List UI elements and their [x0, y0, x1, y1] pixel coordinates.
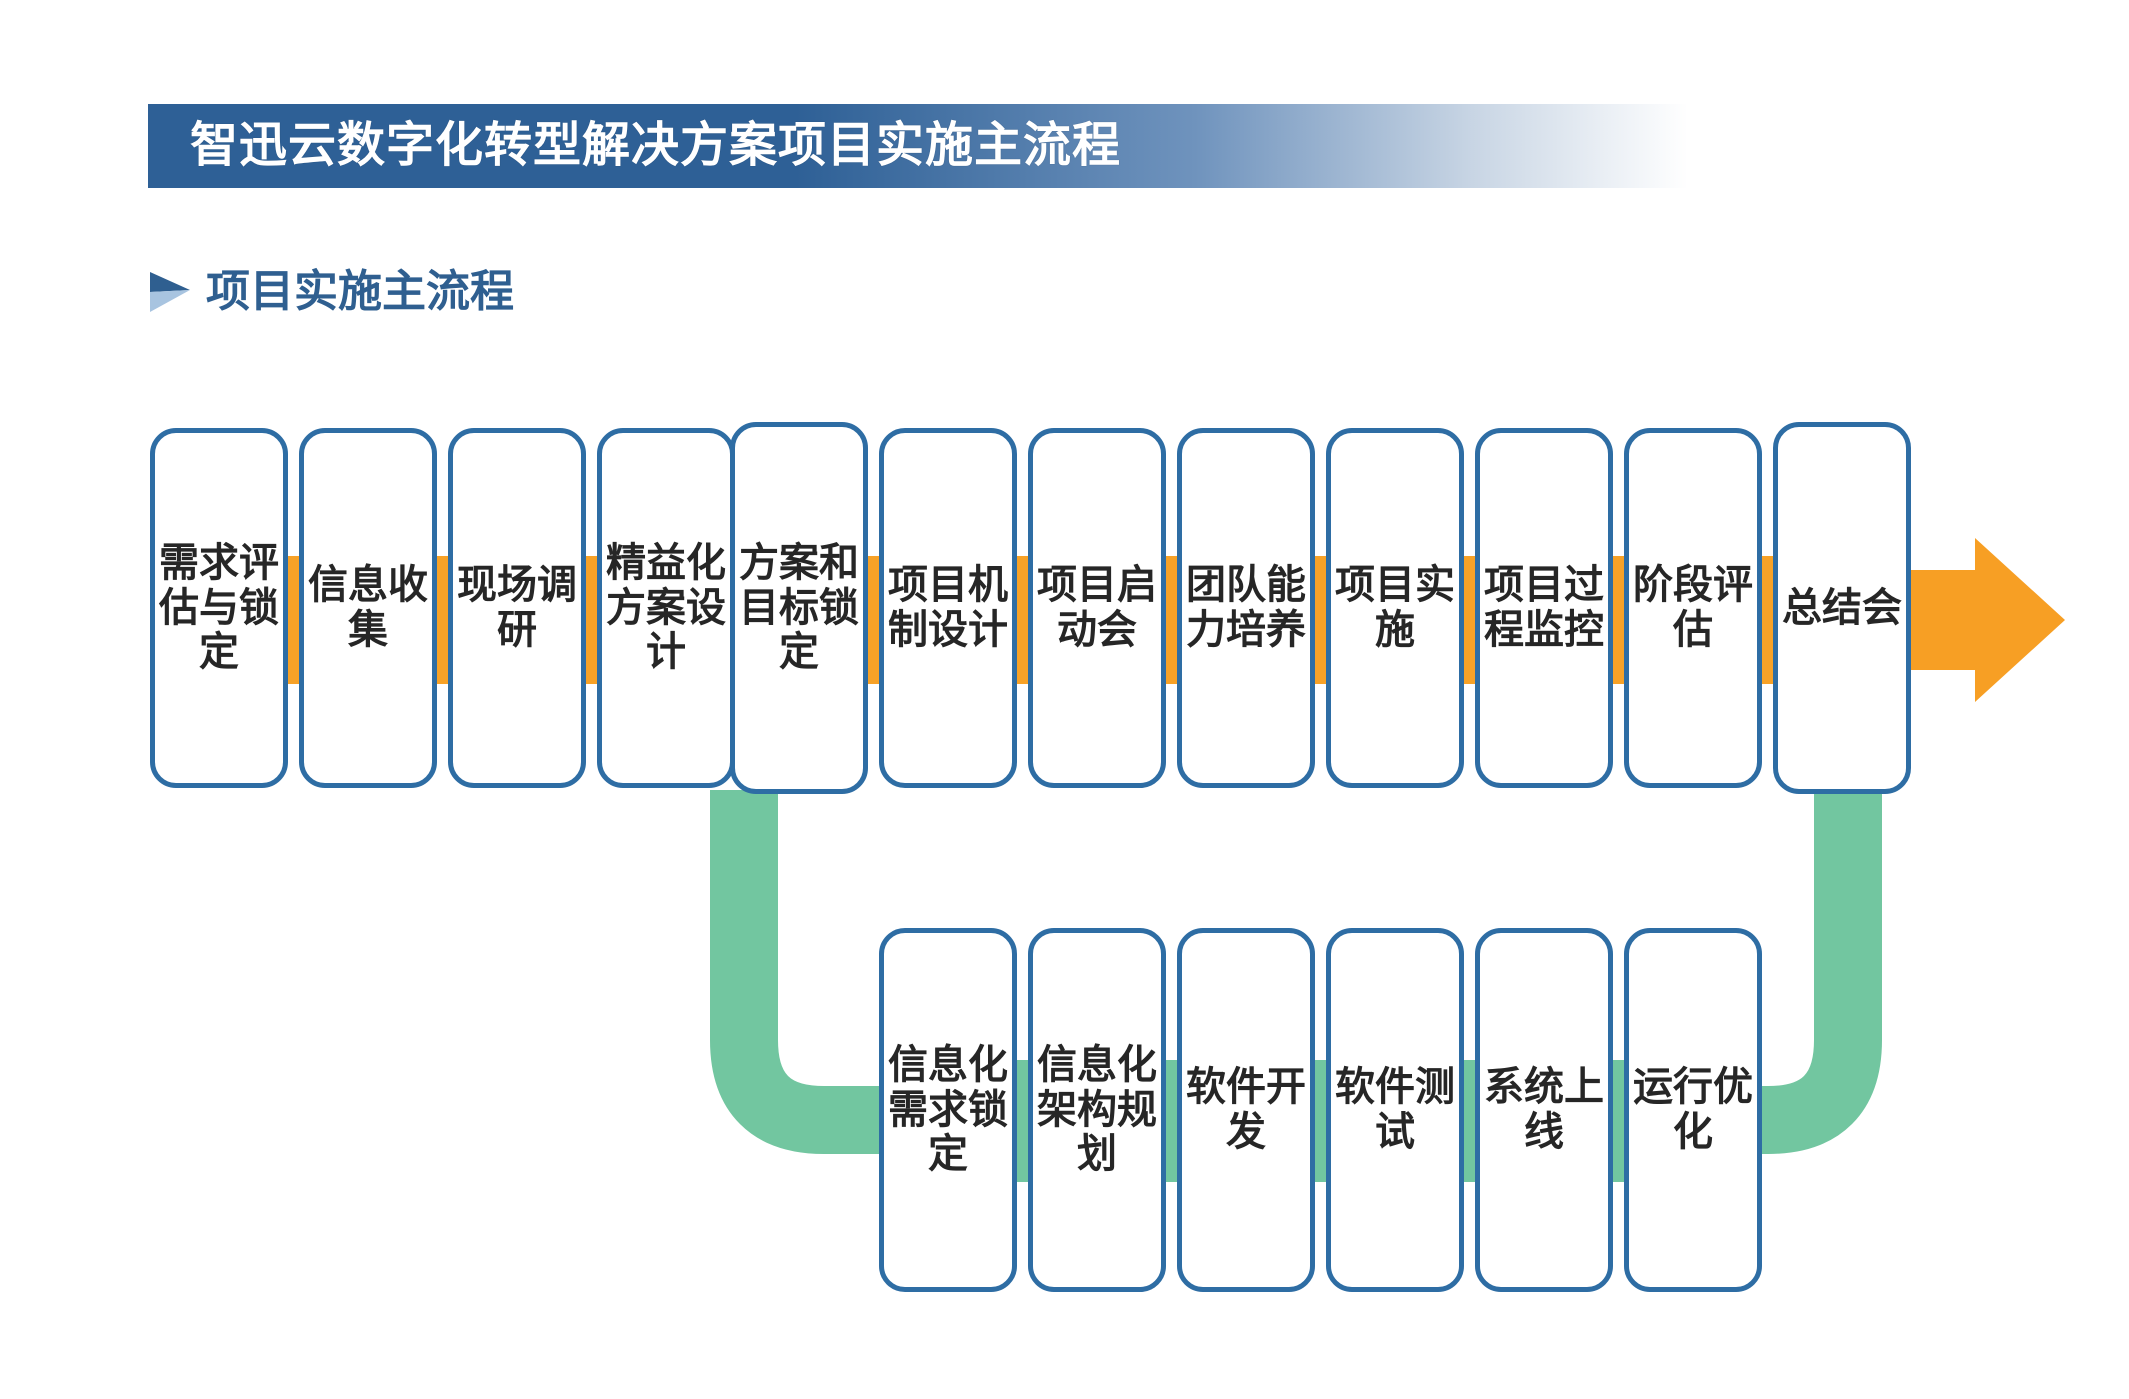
flow-step-label: 项目机制设计 — [888, 563, 1008, 652]
flow-step-label: 信息收集 — [308, 563, 428, 652]
flow-step-solution-goal-lock[interactable]: 方案和目标锁定 — [730, 422, 868, 794]
flow-step-label: 项目启动会 — [1037, 563, 1157, 652]
flow-step-label: 阶段评估 — [1633, 563, 1753, 652]
flow-step-label: 项目过程监控 — [1484, 563, 1604, 652]
flow-step-operation-optimization[interactable]: 运行优化 — [1624, 928, 1762, 1292]
flow-step-label: 方案和目标锁定 — [739, 540, 859, 675]
flow-step-label: 总结会 — [1782, 585, 1902, 630]
flow-step-label: 需求评估与锁定 — [159, 540, 279, 675]
flow-step-need-assessment[interactable]: 需求评估与锁定 — [150, 428, 288, 788]
flow-step-system-golive[interactable]: 系统上线 — [1475, 928, 1613, 1292]
green-band-right — [1700, 790, 1882, 1154]
right-arrow-icon — [1905, 538, 2065, 702]
flow-step-info-collection[interactable]: 信息收集 — [299, 428, 437, 788]
flow-step-label: 系统上线 — [1484, 1065, 1604, 1154]
flow-step-label: 软件测试 — [1335, 1065, 1455, 1154]
flow-step-label: 信息化需求锁定 — [888, 1042, 1008, 1177]
flow-step-lean-solution-design[interactable]: 精益化方案设计 — [597, 428, 735, 788]
flow-step-label: 运行优化 — [1633, 1065, 1753, 1154]
flow-step-mechanism-design[interactable]: 项目机制设计 — [879, 428, 1017, 788]
flow-step-project-implementation[interactable]: 项目实施 — [1326, 428, 1464, 788]
flow-step-team-capability[interactable]: 团队能力培养 — [1177, 428, 1315, 788]
arrow-bullet-icon — [150, 272, 190, 312]
flow-step-summary-meeting[interactable]: 总结会 — [1773, 422, 1911, 794]
flow-step-label: 现场调研 — [457, 563, 577, 652]
flow-step-label: 软件开发 — [1186, 1065, 1306, 1154]
flow-step-label: 精益化方案设计 — [606, 540, 726, 675]
page-title: 智迅云数字化转型解决方案项目实施主流程 — [190, 119, 1122, 172]
flow-step-kickoff-meeting[interactable]: 项目启动会 — [1028, 428, 1166, 788]
section-heading-label: 项目实施主流程 — [206, 267, 514, 316]
flow-step-site-survey[interactable]: 现场调研 — [448, 428, 586, 788]
flow-step-label: 项目实施 — [1335, 563, 1455, 652]
section-heading: 项目实施主流程 — [148, 268, 514, 316]
flow-step-process-monitoring[interactable]: 项目过程监控 — [1475, 428, 1613, 788]
flow-step-label: 信息化架构规划 — [1037, 1042, 1157, 1177]
green-band-left — [710, 790, 900, 1154]
flow-step-software-development[interactable]: 软件开发 — [1177, 928, 1315, 1292]
flow-step-it-architecture-plan[interactable]: 信息化架构规划 — [1028, 928, 1166, 1292]
slide-title-bar: 智迅云数字化转型解决方案项目实施主流程 — [148, 104, 1688, 188]
flow-step-software-testing[interactable]: 软件测试 — [1326, 928, 1464, 1292]
flow-step-phase-evaluation[interactable]: 阶段评估 — [1624, 428, 1762, 788]
flow-step-label: 团队能力培养 — [1186, 563, 1306, 652]
flow-step-it-requirement-lock[interactable]: 信息化需求锁定 — [879, 928, 1017, 1292]
